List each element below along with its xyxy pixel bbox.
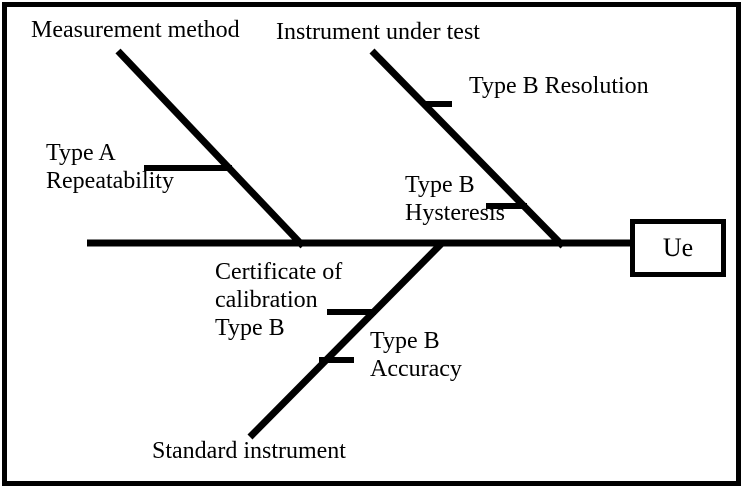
cause-label-type-b-resolution: Type B Resolution xyxy=(469,73,649,99)
bone-standard-instrument xyxy=(247,239,446,440)
bone-measurement-method xyxy=(115,48,306,249)
effect-box: Ue xyxy=(630,219,726,277)
cause-label-type-b-accuracy: Type B Accuracy xyxy=(370,328,462,382)
branch-label-measurement-method: Measurement method xyxy=(31,17,240,43)
branch-label-standard-instrument: Standard instrument xyxy=(152,438,346,464)
effect-label-ue: Ue xyxy=(662,233,694,262)
branch-label-instrument-under-test: Instrument under test xyxy=(276,19,480,45)
cause-label-type-a-repeatability: Type A Repeatability xyxy=(46,140,174,194)
bone-instrument-under-test xyxy=(369,48,566,249)
cause-label-type-b-hysteresis: Type B Hysteresis xyxy=(405,172,505,226)
cause-label-certificate-of-calibration: Certificate of calibration Type B xyxy=(215,259,343,341)
